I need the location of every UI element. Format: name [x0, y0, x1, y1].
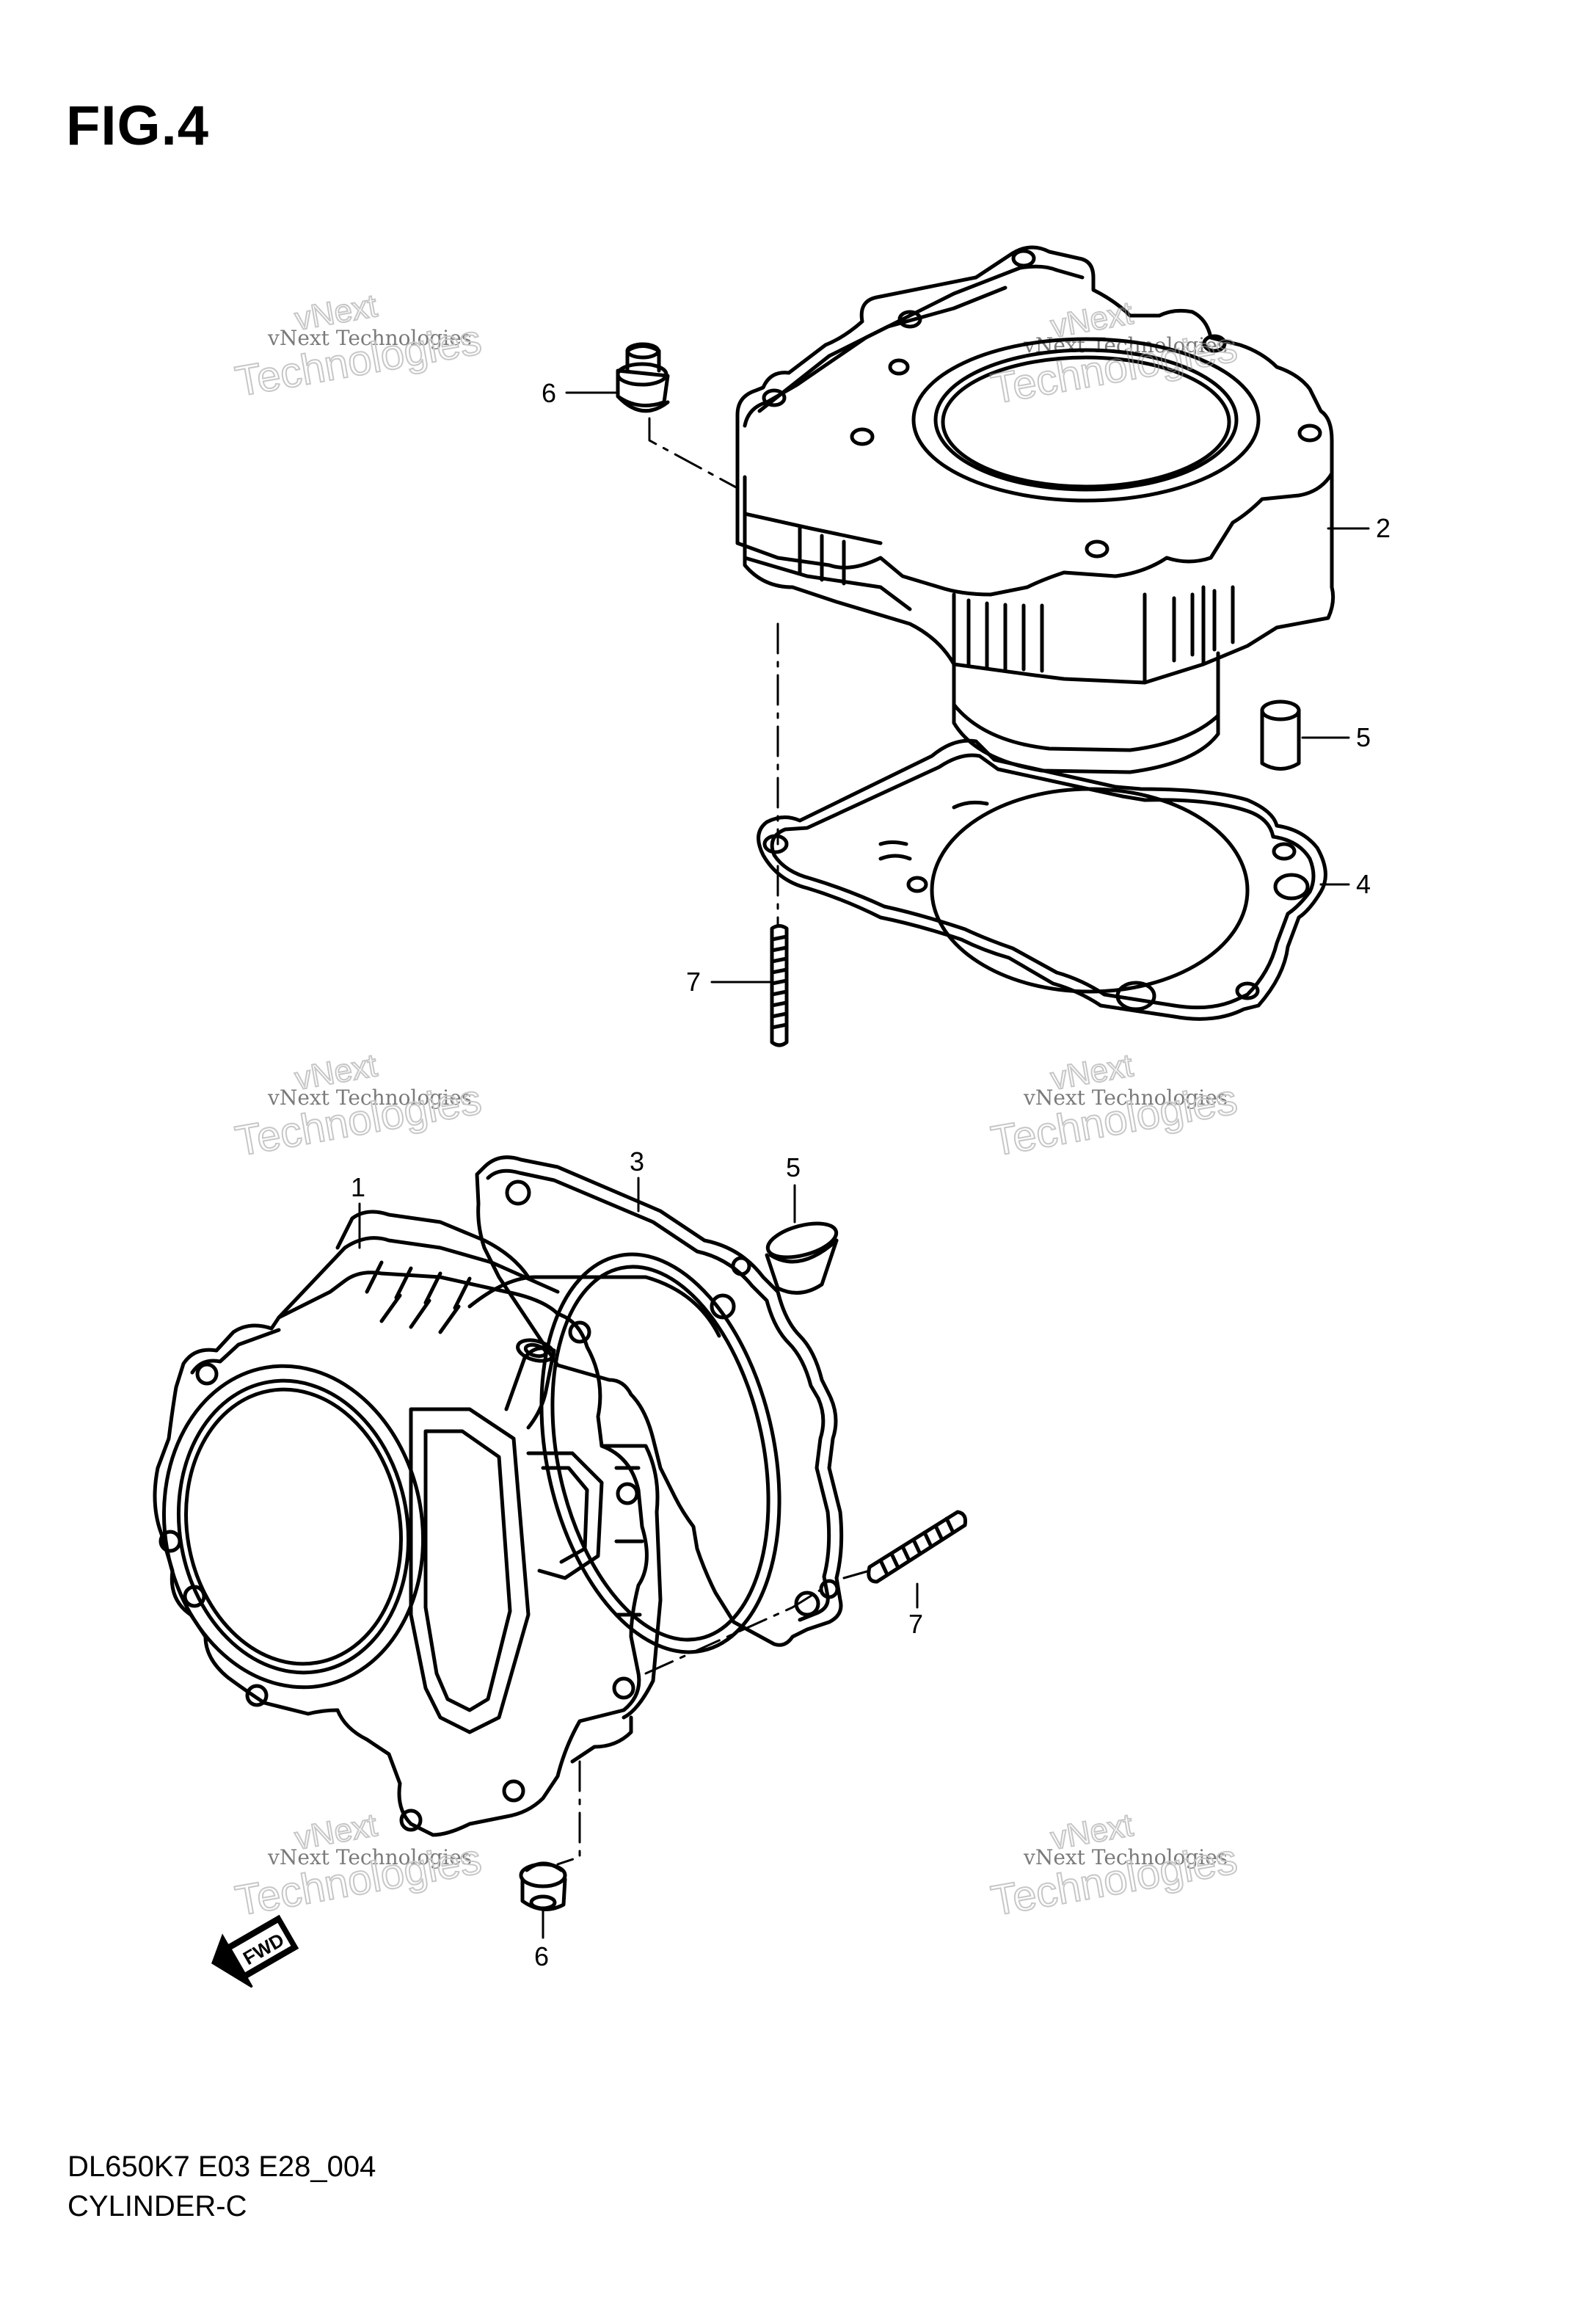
nut-6-upper	[616, 342, 670, 413]
dowel-pin-5-lower	[765, 1221, 839, 1295]
diagram-code: DL650K7 E03 E28_004	[68, 2151, 376, 2183]
callout-7-upper: 7	[686, 967, 701, 997]
watermark-text: vNext Technologies	[1023, 1845, 1228, 1869]
watermark-text: vNext Technologies	[267, 326, 472, 350]
lower-cylinder-part-1	[153, 1210, 721, 1837]
callout-3: 3	[630, 1146, 644, 1177]
callout-5-lower: 5	[786, 1152, 801, 1182]
gasket-part-3	[475, 1155, 844, 1654]
callout-5-upper: 5	[1356, 722, 1371, 752]
stud-7-lower	[867, 1510, 967, 1584]
upper-cylinder-part-2	[735, 245, 1336, 774]
gasket-part-4	[757, 738, 1327, 1021]
callout-2: 2	[1376, 513, 1391, 543]
callout-6-upper: 6	[542, 378, 556, 408]
nut-6-lower	[519, 1861, 567, 1911]
diagram-name: CYLINDER-C	[68, 2190, 247, 2222]
callout-4: 4	[1356, 869, 1371, 899]
figure-title: FIG.4	[66, 95, 210, 157]
fwd-arrow-icon: FWD	[211, 1914, 299, 1988]
callout-6-lower: 6	[534, 1941, 549, 1971]
watermark-text: vNext Technologies	[1023, 1086, 1228, 1110]
dowel-pin-5-upper	[1260, 699, 1301, 771]
callout-labels: 6 2 5 4 7 1 3 5 7 6	[351, 378, 1391, 1971]
callout-7-lower: 7	[908, 1609, 923, 1639]
watermark-text: vNext Technologies	[267, 1086, 472, 1110]
watermark-text: vNext Technologies	[1023, 333, 1228, 357]
stud-7-upper	[770, 924, 789, 1047]
callout-1: 1	[351, 1172, 365, 1202]
leader-lines	[358, 391, 1370, 1939]
assembly-lines	[556, 417, 871, 1866]
watermark-text: vNext Technologies	[267, 1845, 472, 1869]
